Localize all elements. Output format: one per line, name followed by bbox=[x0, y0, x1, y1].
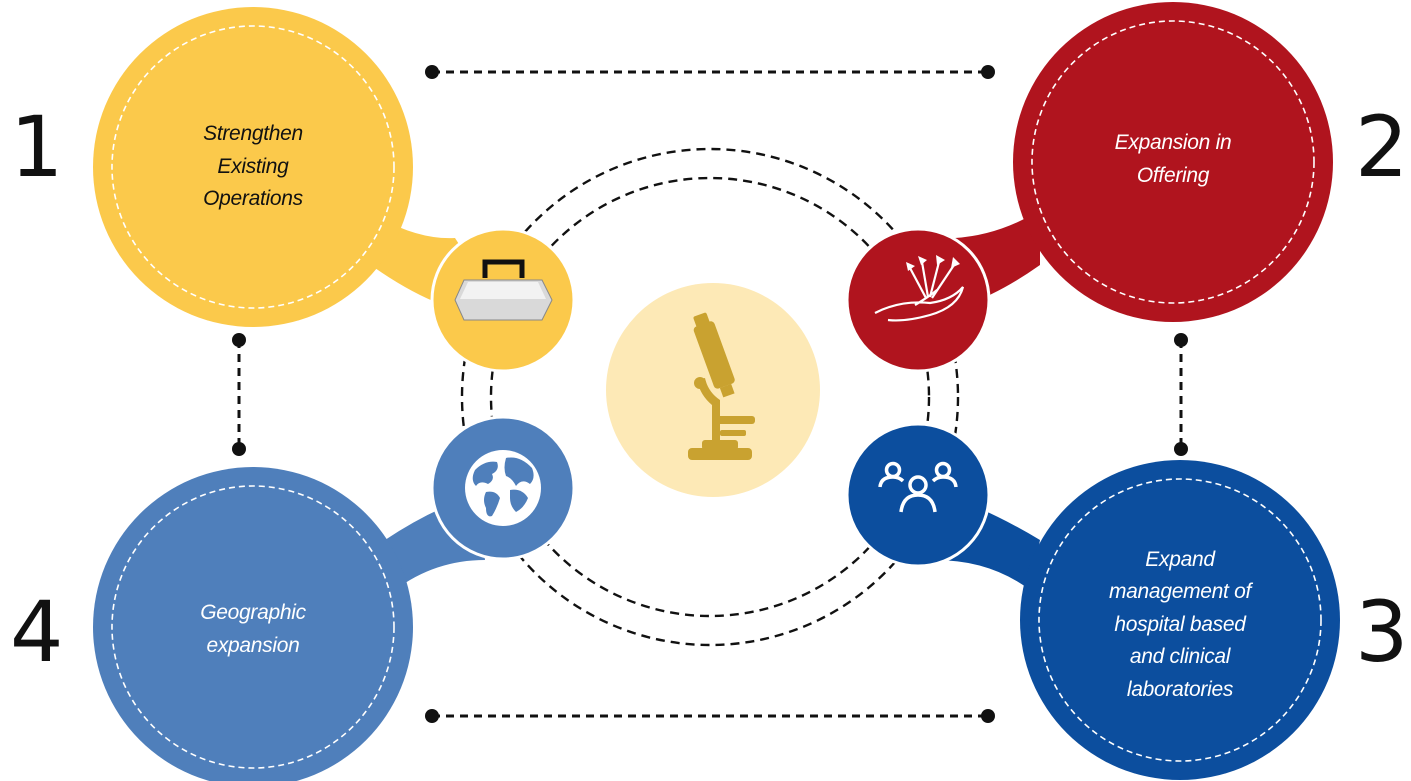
connector-dot bbox=[425, 65, 439, 79]
globe-icon bbox=[465, 450, 541, 526]
step-4-label-text: Geographic expansion bbox=[200, 597, 306, 662]
step-3-number: 3 bbox=[1355, 583, 1409, 681]
step-4-inner-dashed-ring bbox=[111, 485, 395, 769]
step-4-number: 4 bbox=[10, 583, 64, 681]
hand-arrows-icon bbox=[874, 255, 965, 322]
step-label-line: and clinical bbox=[1129, 645, 1231, 669]
step-4-label: Geographic expansion bbox=[123, 580, 383, 680]
connector-dots bbox=[232, 65, 1188, 723]
step-3-main-circle bbox=[1020, 460, 1340, 780]
step-3-inner-dashed-ring bbox=[1038, 478, 1322, 762]
step-1-number: 1 bbox=[10, 98, 64, 196]
step-3-label: Expand management of hospital based and cli… bbox=[1055, 525, 1305, 725]
step-label-line: expansion bbox=[206, 634, 300, 657]
step-1-inner-dashed-ring bbox=[111, 25, 395, 309]
connector-dot bbox=[425, 709, 439, 723]
step-1-group bbox=[93, 7, 576, 373]
step-label-line: Existing bbox=[217, 154, 289, 178]
step-4-main-circle bbox=[93, 467, 413, 781]
step-label-line: hospital based bbox=[1114, 612, 1246, 636]
step-label-line: Geographic bbox=[200, 601, 306, 625]
step-label-line: Strengthen bbox=[203, 122, 303, 146]
step-2-number: 2 bbox=[1355, 98, 1409, 196]
inner-dashed-ring bbox=[489, 176, 931, 618]
connector-dot bbox=[981, 709, 995, 723]
microscope-icon bbox=[688, 312, 755, 460]
people-network-icon bbox=[878, 461, 958, 513]
connector-dot bbox=[232, 333, 246, 347]
step-2-label: Expansion in Offering bbox=[1043, 110, 1303, 210]
step-label-line: Expand bbox=[1145, 547, 1215, 571]
connectors bbox=[237, 70, 1183, 718]
step-2-icon-circle[interactable] bbox=[845, 227, 991, 373]
step-2-main-circle bbox=[1013, 2, 1333, 322]
step-label-line: Expansion in bbox=[1114, 131, 1232, 155]
briefcase-icon bbox=[454, 259, 553, 321]
step-4-group bbox=[93, 415, 576, 781]
step-label-line: laboratories bbox=[1126, 677, 1234, 701]
center-rings bbox=[460, 147, 960, 647]
connector-dot bbox=[1174, 442, 1188, 456]
step-label-line: Offering bbox=[1136, 164, 1210, 187]
step-2-inner-dashed-ring bbox=[1031, 20, 1315, 304]
center-circle bbox=[606, 283, 820, 497]
step-1-main-circle bbox=[93, 7, 413, 327]
connector-dot bbox=[232, 442, 246, 456]
step-2-label-text: Expansion in Offering bbox=[1115, 127, 1232, 192]
step-2-group bbox=[845, 2, 1333, 373]
step-3-group bbox=[845, 422, 1340, 780]
center-badge bbox=[606, 283, 820, 497]
step-label-line: Operations bbox=[203, 187, 303, 211]
outer-dashed-ring bbox=[460, 147, 960, 647]
connector-dot bbox=[1174, 333, 1188, 347]
step-label-line: management of bbox=[1108, 580, 1252, 604]
step-3-label-text: Expand management of hospital based and cli… bbox=[1109, 544, 1251, 707]
connector-dot bbox=[981, 65, 995, 79]
